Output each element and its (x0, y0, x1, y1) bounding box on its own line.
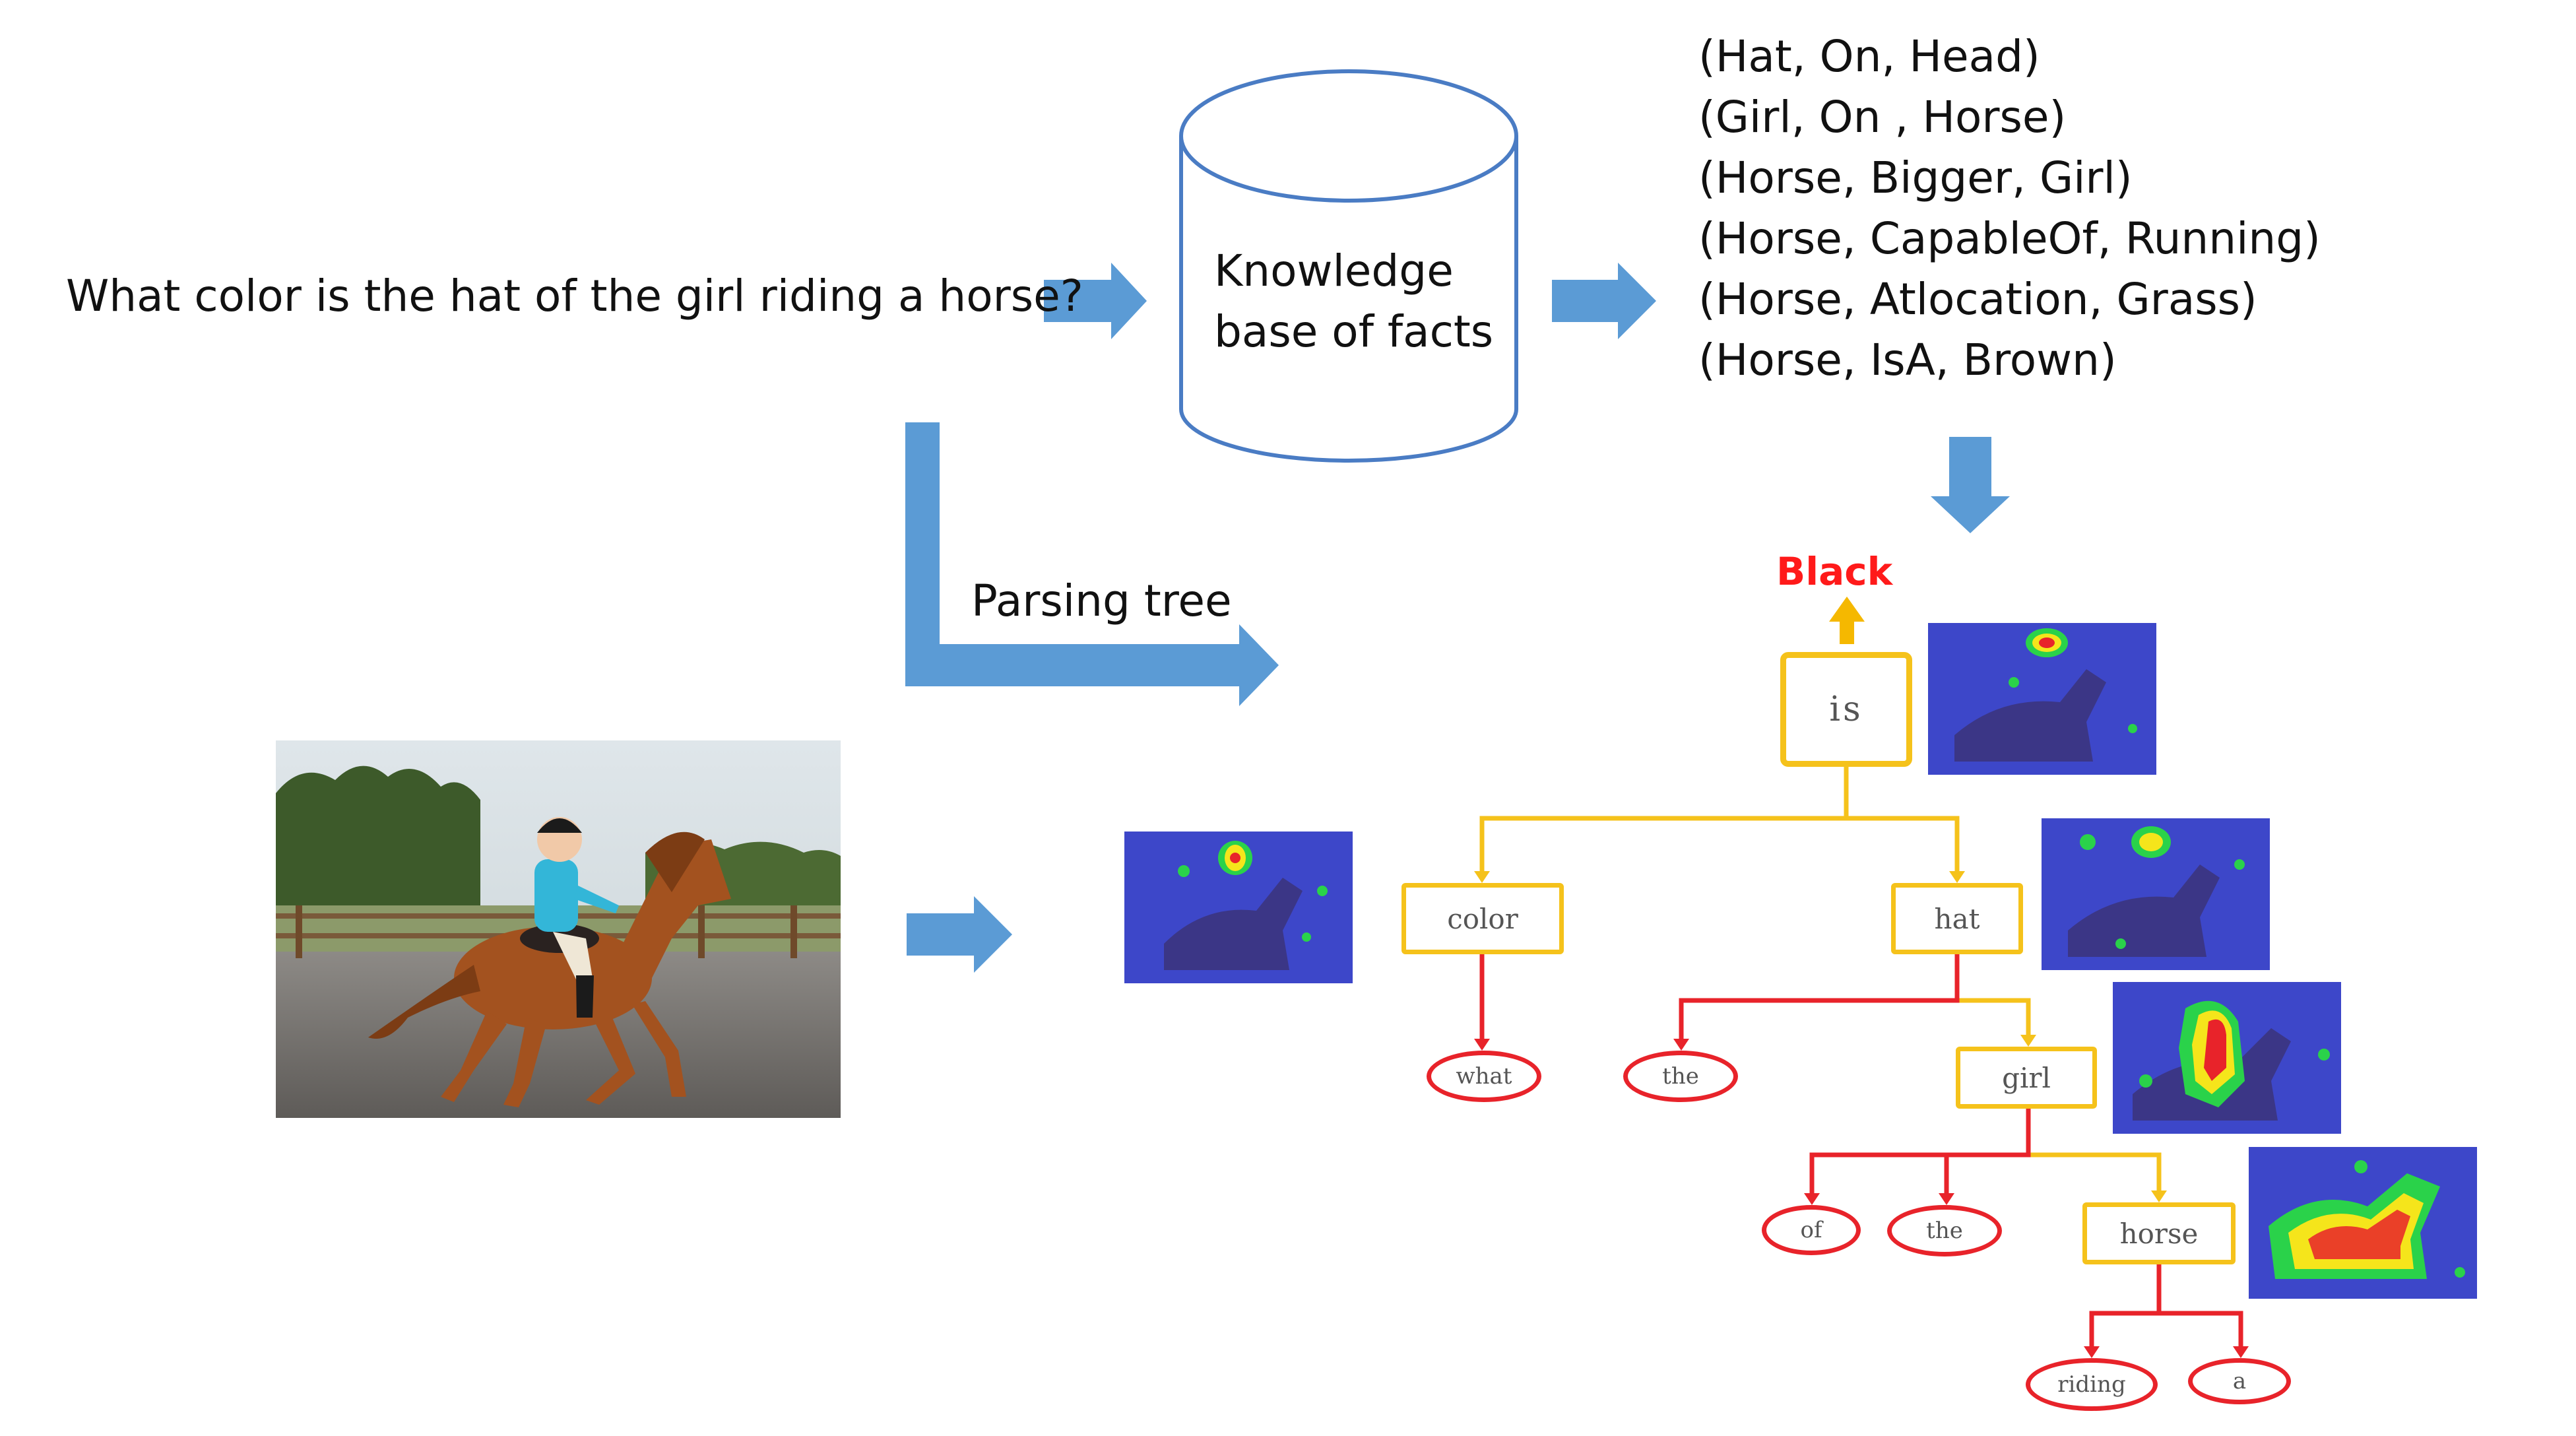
fact-item: (Horse, Atlocation, Grass) (1698, 274, 2257, 325)
fact-item: (Girl, On , Horse) (1698, 92, 2067, 143)
heatmap-hat-graphic (2042, 818, 2270, 970)
tree-node-color: color (1401, 883, 1564, 954)
fact-item: (Horse, IsA, Brown) (1698, 335, 2117, 385)
attention-map-color (1124, 832, 1353, 983)
arrow-kb-to-facts (1552, 263, 1656, 339)
tree-leaf-what: what (1427, 1051, 1541, 1102)
attention-map-horse (2249, 1147, 2477, 1299)
attention-map-hat (2042, 818, 2270, 970)
red-tree-edges (1479, 954, 2243, 1346)
attention-map-is (1928, 623, 2156, 775)
tree-node-hat: hat (1891, 883, 2023, 954)
horse-rider-illustration (276, 740, 841, 1118)
knowledge-base-cylinder (1179, 69, 1518, 463)
parsing-tree-label: Parsing tree (971, 575, 1232, 626)
tree-leaf-of: of (1762, 1205, 1861, 1255)
answer-arrow (1829, 597, 1865, 644)
arrow-parsing-tree (905, 422, 1279, 706)
tree-node-horse: horse (2082, 1202, 2236, 1264)
kb-label-line1: Knowledge (1214, 245, 1454, 296)
attention-map-girl (2113, 982, 2341, 1134)
tree-node-is: is (1780, 652, 1912, 767)
arrow-question-to-kb (1044, 263, 1147, 339)
answer-label: Black (1776, 549, 1893, 594)
question-text: What color is the hat of the girl riding… (66, 271, 1083, 321)
tree-node-girl: girl (1956, 1047, 2097, 1109)
fact-item: (Horse, CapableOf, Running) (1698, 213, 2321, 264)
arrow-image-to-attention (907, 896, 1012, 973)
fact-list: (Hat, On, Head) (Girl, On , Horse) (Hors… (1698, 26, 2321, 391)
tree-leaf-the-1: the (1623, 1051, 1738, 1102)
yellow-tree-edges (1479, 767, 2162, 1191)
kb-label-line2: base of facts (1214, 306, 1494, 357)
heatmap-girl-graphic (2113, 982, 2341, 1134)
heatmap-is-graphic (1928, 623, 2156, 775)
arrow-facts-down (1931, 437, 2010, 533)
fact-item: (Horse, Bigger, Girl) (1698, 152, 2133, 203)
fact-item: (Hat, On, Head) (1698, 31, 2040, 82)
red-arrowheads (1474, 1039, 2249, 1358)
tree-leaf-the-2: the (1887, 1205, 2002, 1256)
knowledge-base-label: Knowledge base of facts (1214, 241, 1518, 362)
blue-arrows (905, 263, 2010, 973)
yellow-arrowheads (1474, 871, 2167, 1202)
tree-leaf-a: a (2188, 1358, 2291, 1404)
input-photo (276, 740, 841, 1118)
heatmap-horse-graphic (2249, 1147, 2477, 1299)
tree-leaf-riding: riding (2026, 1358, 2158, 1411)
heatmap-color-graphic (1124, 832, 1353, 983)
